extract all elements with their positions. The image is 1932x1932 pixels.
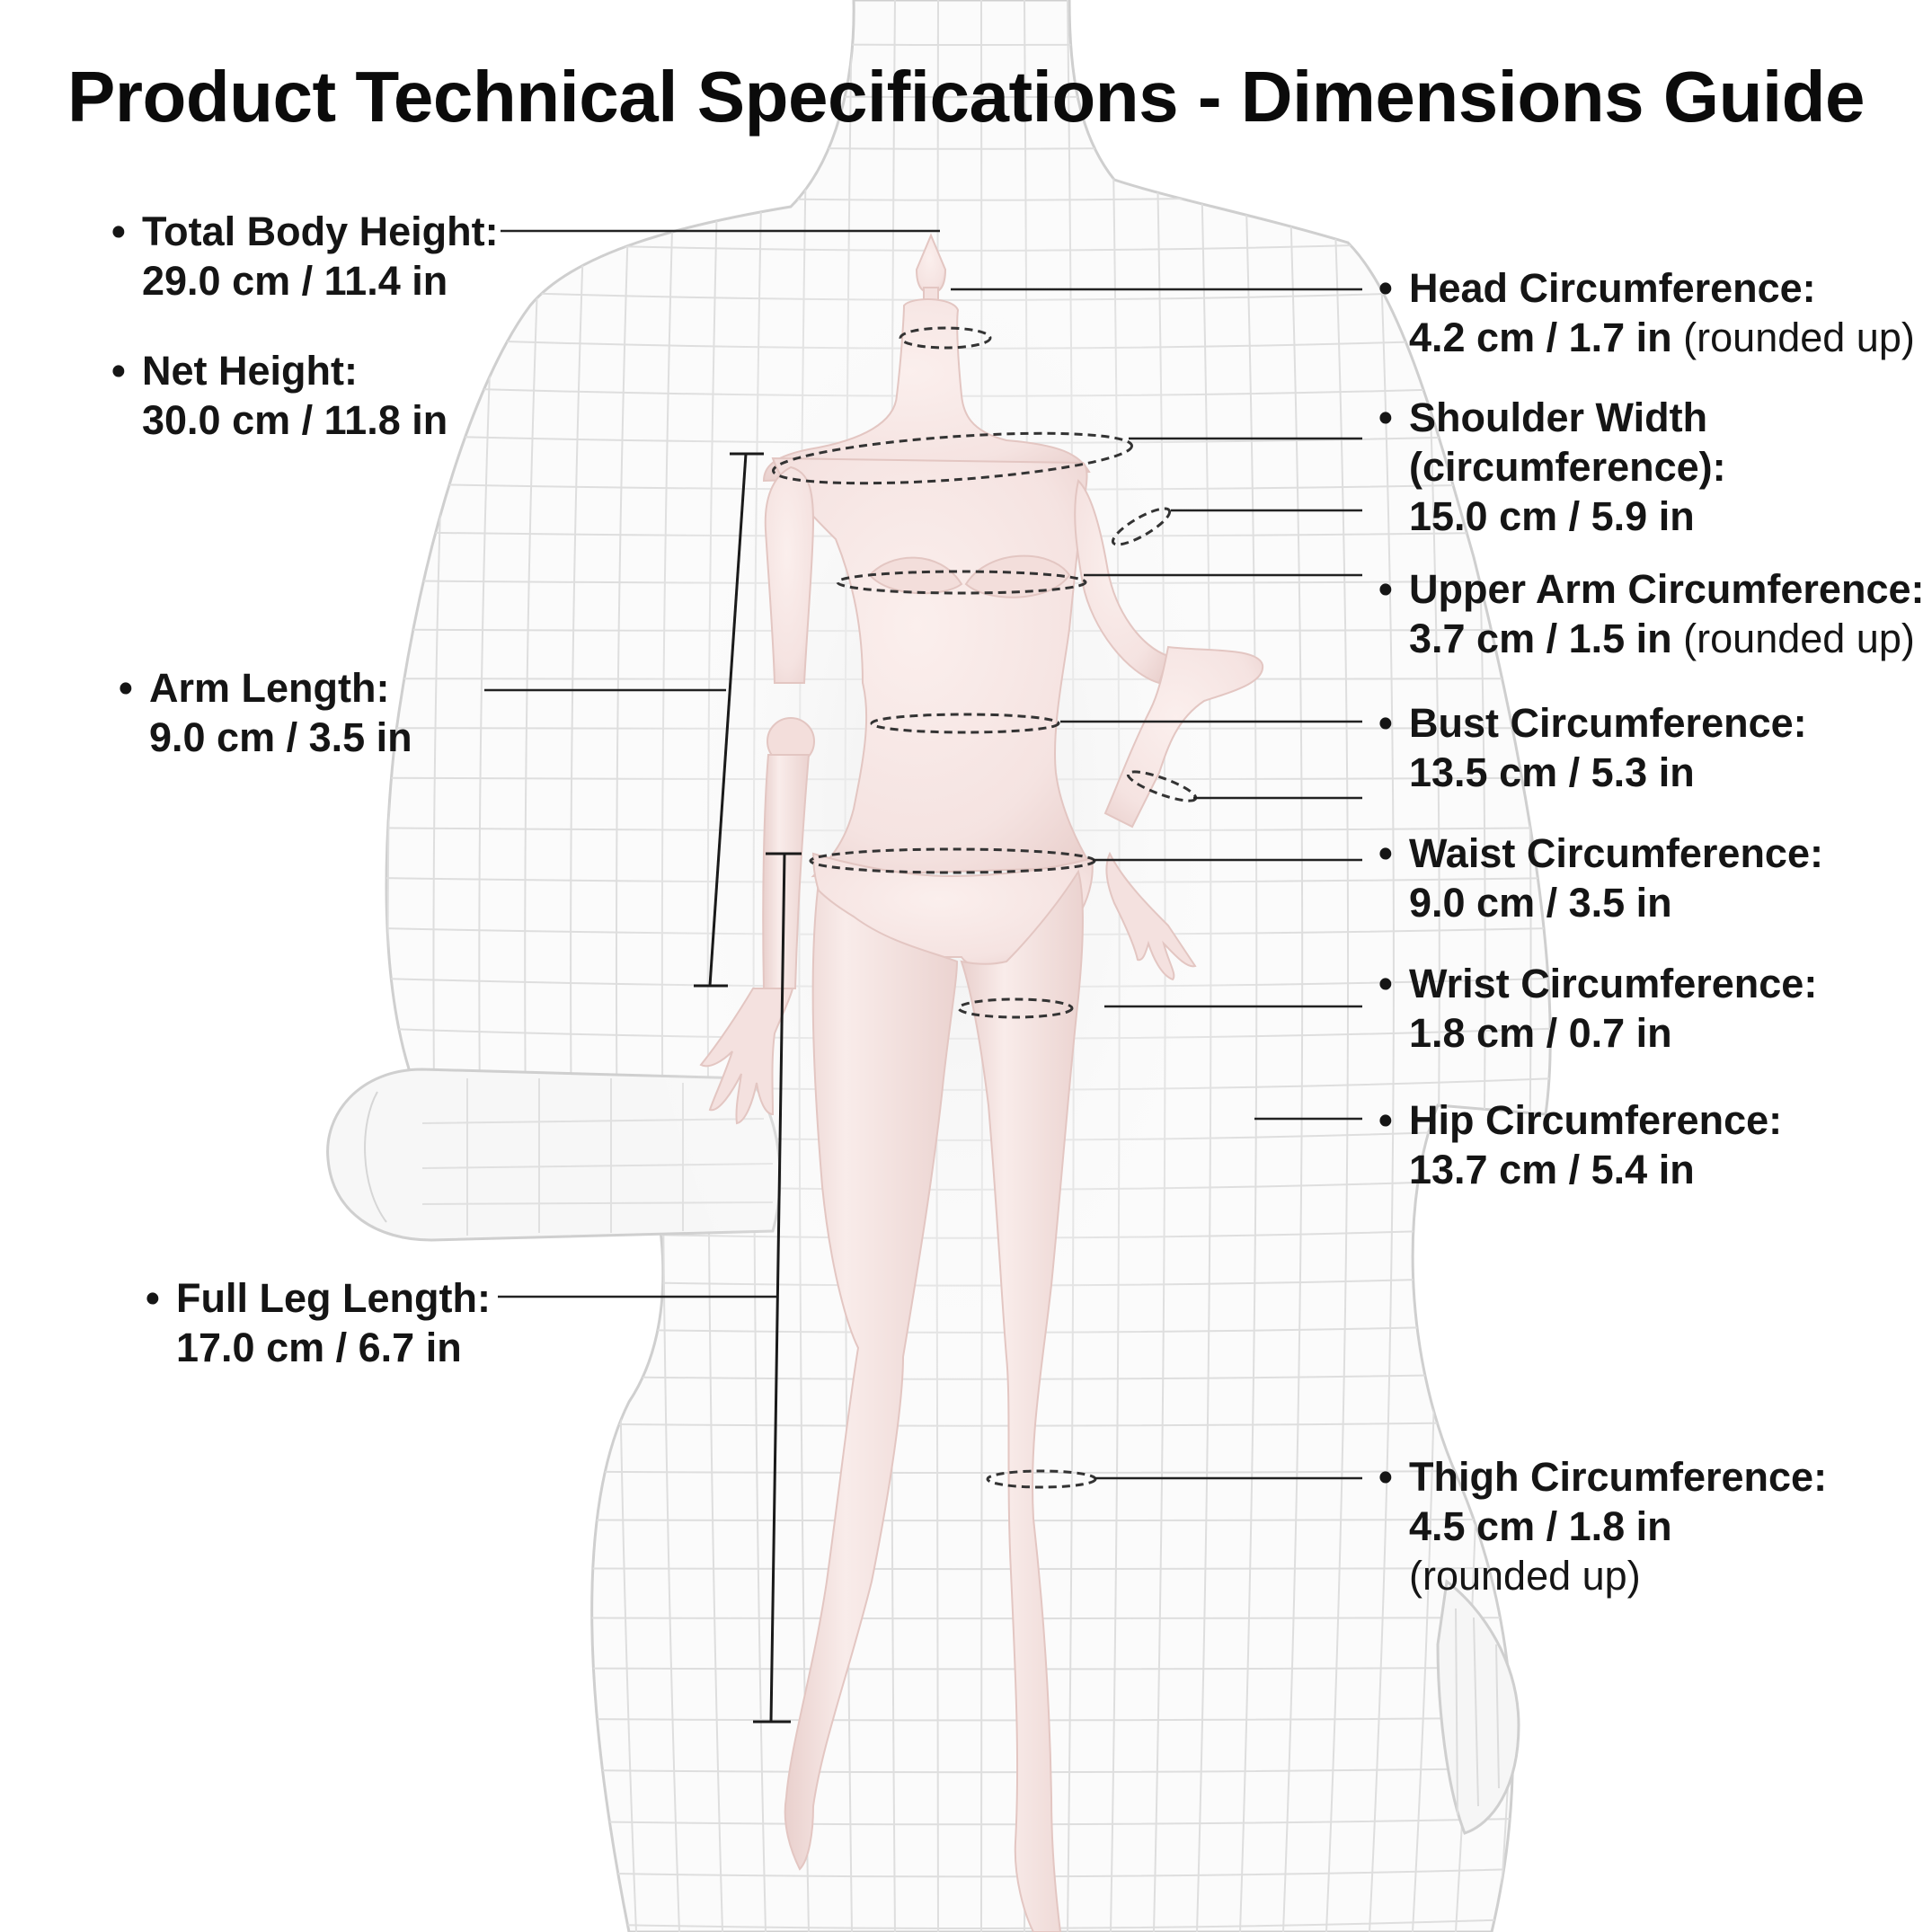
- spec-head: Head Circumference: 4.2 cm / 1.7 in (rou…: [1378, 263, 1915, 362]
- page-title: Product Technical Specifications - Dimen…: [66, 57, 1866, 137]
- waist-ring: [870, 713, 1060, 734]
- spec-value: 9.0 cm / 3.5 in: [1409, 880, 1672, 926]
- spec-value-text: 3.7 cm / 1.5 in: [1409, 616, 1672, 661]
- spec-arm-length: Arm Length: 9.0 cm / 3.5 in: [119, 663, 412, 762]
- spec-label: Total Body Height:: [111, 207, 499, 256]
- shoulder-ring: [771, 431, 1134, 485]
- spec-upper-arm: Upper Arm Circumference: 3.7 cm / 1.5 in…: [1378, 564, 1925, 663]
- spec-total-height: Total Body Height: 29.0 cm / 11.4 in: [111, 207, 499, 306]
- spec-label: Shoulder Width: [1378, 393, 1726, 442]
- spec-note: (rounded up): [1683, 616, 1915, 661]
- spec-value: 13.5 cm / 5.3 in: [1409, 749, 1695, 795]
- spec-wrist: Wrist Circumference: 1.8 cm / 0.7 in: [1378, 959, 1817, 1058]
- spec-hip: Hip Circumference: 13.7 cm / 5.4 in: [1378, 1095, 1782, 1194]
- thigh-hip-ring: [957, 997, 1074, 1019]
- spec-value: 30.0 cm / 11.8 in: [142, 397, 448, 443]
- leader-lines: [484, 229, 1362, 1480]
- spec-note: (rounded up): [1409, 1553, 1641, 1599]
- spec-value-text: 4.2 cm / 1.7 in: [1409, 315, 1672, 360]
- spec-label: Thigh Circumference:: [1378, 1452, 1827, 1502]
- spec-value: 13.7 cm / 5.4 in: [1409, 1147, 1695, 1192]
- spec-note: (rounded up): [1683, 315, 1915, 360]
- spec-thigh: Thigh Circumference: 4.5 cm / 1.8 in (ro…: [1378, 1452, 1827, 1600]
- length-bars: [694, 452, 802, 1724]
- upper-arm-ring: [1111, 507, 1172, 546]
- spec-value: 29.0 cm / 11.4 in: [142, 258, 448, 304]
- spec-label: Arm Length:: [119, 663, 412, 713]
- spec-label: Upper Arm Circumference:: [1378, 564, 1925, 614]
- spec-bust: Bust Circumference: 13.5 cm / 5.3 in: [1378, 698, 1807, 797]
- wire-line: [615, 0, 637, 1932]
- spec-label: Wrist Circumference:: [1378, 959, 1817, 1008]
- spec-value: 1.8 cm / 0.7 in: [1409, 1010, 1672, 1056]
- spec-waist: Waist Circumference: 9.0 cm / 3.5 in: [1378, 829, 1823, 927]
- spec-value: 15.0 cm / 5.9 in: [1409, 493, 1695, 539]
- spec-shoulder: Shoulder Width (circumference): 15.0 cm …: [1378, 393, 1726, 541]
- spec-label: Bust Circumference:: [1378, 698, 1807, 748]
- spec-value: 9.0 cm / 3.5 in: [149, 714, 412, 760]
- spec-value: 4.2 cm / 1.7 in (rounded up): [1378, 313, 1915, 362]
- spec-label-line2: (circumference):: [1409, 444, 1726, 490]
- spec-label: Hip Circumference:: [1378, 1095, 1782, 1145]
- spec-label: Net Height:: [111, 346, 448, 395]
- spec-label: Waist Circumference:: [1378, 829, 1823, 878]
- spec-leg-length: Full Leg Length: 17.0 cm / 6.7 in: [146, 1273, 491, 1372]
- spec-value: 3.7 cm / 1.5 in (rounded up): [1378, 614, 1925, 663]
- wire-line: [1325, 0, 1350, 1932]
- spec-label: Head Circumference:: [1378, 263, 1915, 313]
- doll-body: [699, 233, 1264, 1932]
- head-ring: [899, 326, 992, 350]
- bust-ring: [836, 570, 1087, 595]
- spec-value: 4.5 cm / 1.8 in: [1409, 1503, 1672, 1549]
- spec-net-height: Net Height: 30.0 cm / 11.8 in: [111, 346, 448, 445]
- spec-label: Full Leg Length:: [146, 1273, 491, 1323]
- wire-line: [1282, 0, 1304, 1932]
- spec-value: 17.0 cm / 6.7 in: [176, 1325, 462, 1370]
